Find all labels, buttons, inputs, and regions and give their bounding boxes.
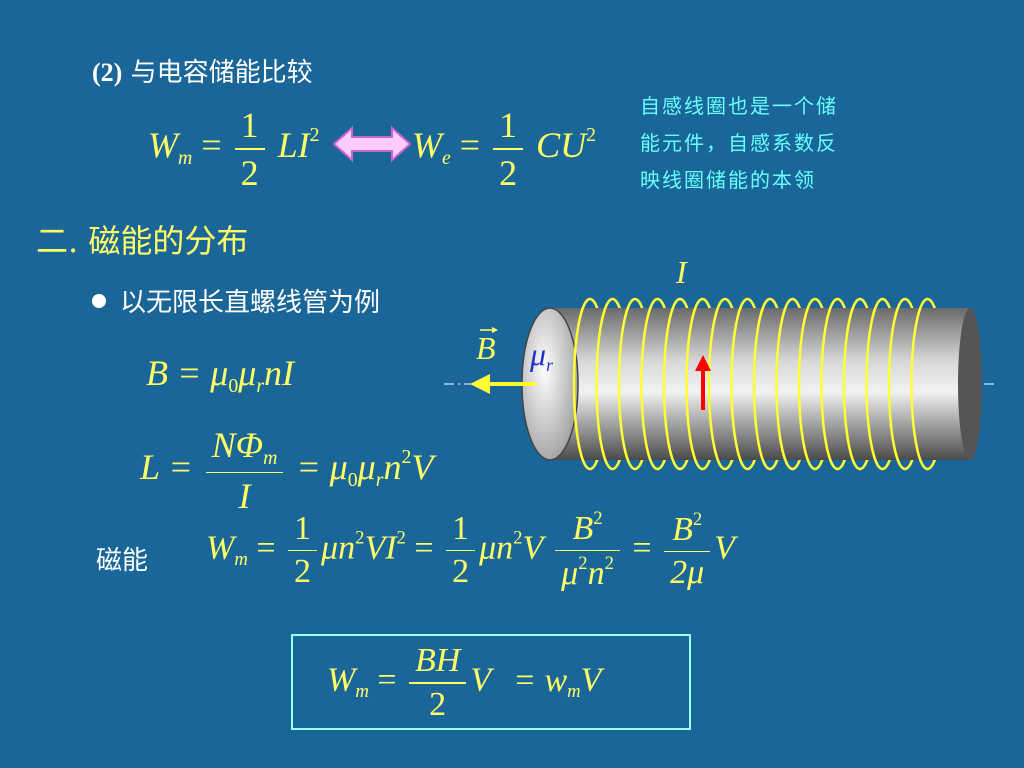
coil-turn-front bbox=[685, 297, 703, 471]
field-label: B bbox=[476, 330, 496, 366]
result-box: Wm = BH 2 V = wmV bbox=[291, 634, 691, 730]
current-arrowhead-icon bbox=[695, 355, 711, 371]
result-equation: Wm = BH 2 V = wmV bbox=[327, 642, 602, 723]
coil-turn-front bbox=[617, 297, 636, 471]
coil-turn-front bbox=[595, 297, 613, 471]
side-note: 自感线圈也是一个储 能元件，自感系数反 映线圈储能的本领 bbox=[640, 94, 838, 192]
subheading-text: 与电容储能比较 bbox=[130, 58, 313, 88]
bullet-item: 以无限长直螺线管为例 bbox=[92, 282, 380, 319]
vector-arrowhead-icon bbox=[492, 327, 498, 333]
coil-turn-front bbox=[797, 297, 816, 471]
subheading: (2) 与电容储能比较 bbox=[92, 52, 313, 89]
subheading-number: (2) bbox=[92, 58, 123, 87]
solenoid-diagram bbox=[444, 297, 996, 471]
coil-turn-front bbox=[752, 297, 771, 471]
we-fraction: 1 2 bbox=[493, 104, 524, 194]
current-label: I bbox=[676, 254, 687, 290]
wm-fraction: 1 2 bbox=[234, 104, 265, 194]
inductance-equation: L = NΦm I = μ0μrn2V bbox=[140, 424, 434, 517]
coil-turn-front bbox=[820, 297, 838, 471]
field-equation: B = μ0μrnI bbox=[146, 353, 295, 397]
coil-turn-front bbox=[640, 297, 658, 471]
coil-turn-front bbox=[842, 297, 861, 471]
energy-chain-equation: Wm = 1 2 μn2VI2 = 1 2 μn2V B2 μ2n2 = B2 … bbox=[206, 508, 735, 593]
coil-front bbox=[572, 297, 928, 471]
bullet-text: 以无限长直螺线管为例 bbox=[120, 288, 381, 318]
coil-turn-front bbox=[730, 297, 748, 471]
bullet-icon bbox=[92, 294, 106, 308]
magnetic-energy-label: 磁能 bbox=[96, 546, 149, 576]
coil-turn-front bbox=[910, 297, 928, 471]
solenoid-body bbox=[550, 308, 970, 460]
we-equation: We = 1 2 CU2 bbox=[412, 104, 596, 194]
coil-turn-front bbox=[865, 297, 883, 471]
section-title: 二. 磁能的分布 bbox=[36, 222, 249, 260]
inductance-fraction: NΦm I bbox=[205, 424, 284, 517]
coil-turn-front bbox=[887, 297, 906, 471]
field-arrowhead-icon bbox=[470, 374, 490, 394]
coil-turn-front bbox=[775, 297, 793, 471]
solenoid-end bbox=[958, 308, 982, 460]
coil-turn-front bbox=[662, 297, 681, 471]
wm-equation: Wm = 1 2 LI2 bbox=[148, 104, 320, 194]
coil-turn-front bbox=[572, 297, 591, 471]
coil-turn-front bbox=[707, 297, 726, 471]
permeability-label: μr bbox=[530, 336, 553, 376]
double-arrow-icon bbox=[332, 125, 412, 163]
